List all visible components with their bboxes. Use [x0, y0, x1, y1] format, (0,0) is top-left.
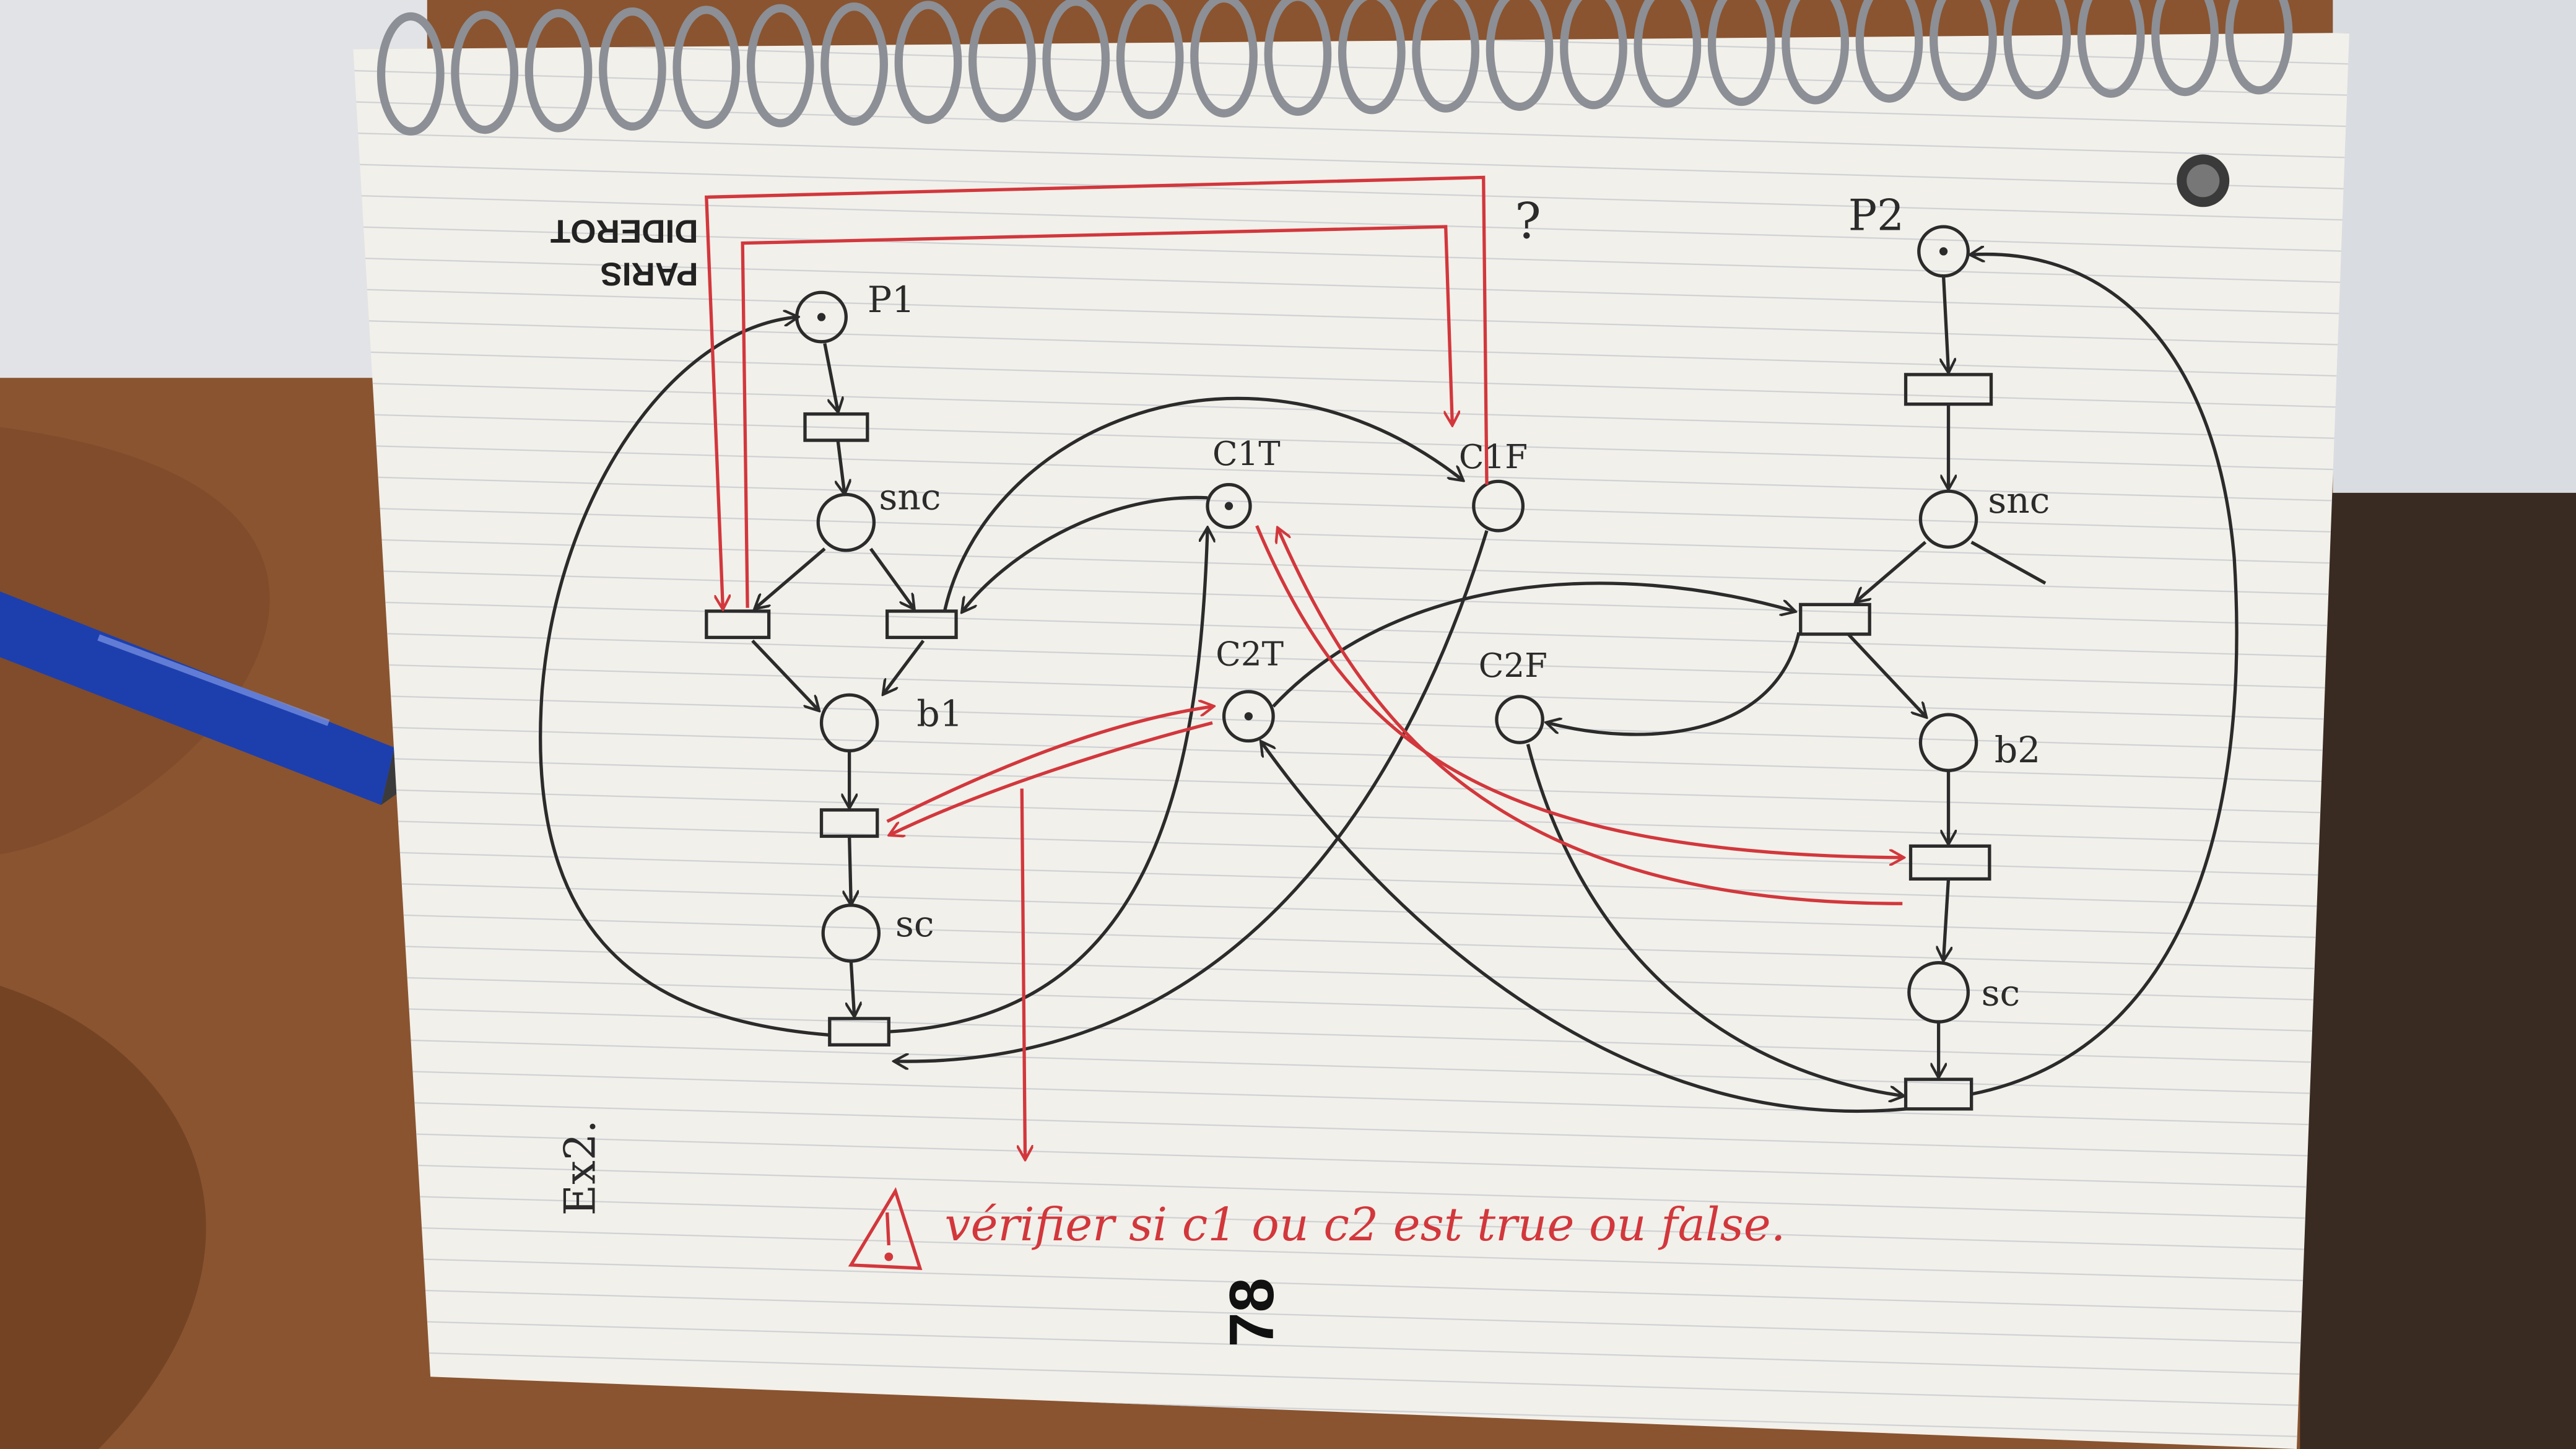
transition-t2 — [705, 609, 771, 640]
label-c2t: C2T — [1216, 635, 1284, 673]
label-c1f: C1F — [1459, 438, 1528, 476]
label-p2: P2 — [1848, 191, 1904, 240]
place-snc2 — [1918, 489, 1978, 549]
place-c2f — [1495, 695, 1544, 744]
brand-line-diderot: DIDEROT — [550, 213, 698, 250]
exercise-label: Ex2. — [555, 1120, 605, 1216]
warning-note: vérifier si c1 ou c2 est true ou false. — [848, 1187, 1786, 1270]
transition-t7 — [1799, 603, 1871, 636]
question-mark: ? — [1515, 193, 1541, 250]
spiral-binding — [376, 0, 2293, 136]
label-snc1: snc — [879, 476, 941, 518]
token-c2t — [1244, 712, 1253, 721]
token-p1 — [817, 313, 826, 321]
label-c1t: C1T — [1212, 435, 1281, 473]
brand-line-paris: PARIS — [600, 255, 698, 292]
label-sc2: sc — [1982, 972, 2021, 1014]
warning-triangle-icon — [848, 1187, 923, 1270]
label-c2f: C2F — [1479, 646, 1547, 685]
paris-diderot-logo: PARIS DIDEROT — [550, 213, 698, 292]
stamp-seal-icon — [2177, 154, 2230, 207]
petri-net-red — [705, 175, 1902, 1159]
token-c1t — [1224, 502, 1234, 510]
tokens — [817, 247, 1948, 721]
place-labels: P1 P2 snc snc b1 b2 sc sc C1T C1F C2T C2… — [868, 191, 2050, 1014]
place-c1t — [1206, 483, 1252, 529]
label-p1: P1 — [868, 279, 915, 321]
place-c2t — [1222, 690, 1275, 743]
label-sc1: sc — [895, 903, 934, 945]
petri-net-black — [539, 225, 2239, 1113]
label-snc2: snc — [1988, 479, 2050, 521]
transition-t3 — [886, 609, 958, 640]
place-c1f — [1472, 479, 1525, 533]
page-number: 78 — [1217, 1277, 1287, 1347]
label-b1: b1 — [916, 693, 962, 735]
label-b2: b2 — [1995, 729, 2041, 771]
warning-text: vérifier si c1 ou c2 est true ou false. — [945, 1198, 1786, 1251]
token-p2 — [1939, 247, 1948, 256]
notebook-page — [353, 33, 2349, 1449]
